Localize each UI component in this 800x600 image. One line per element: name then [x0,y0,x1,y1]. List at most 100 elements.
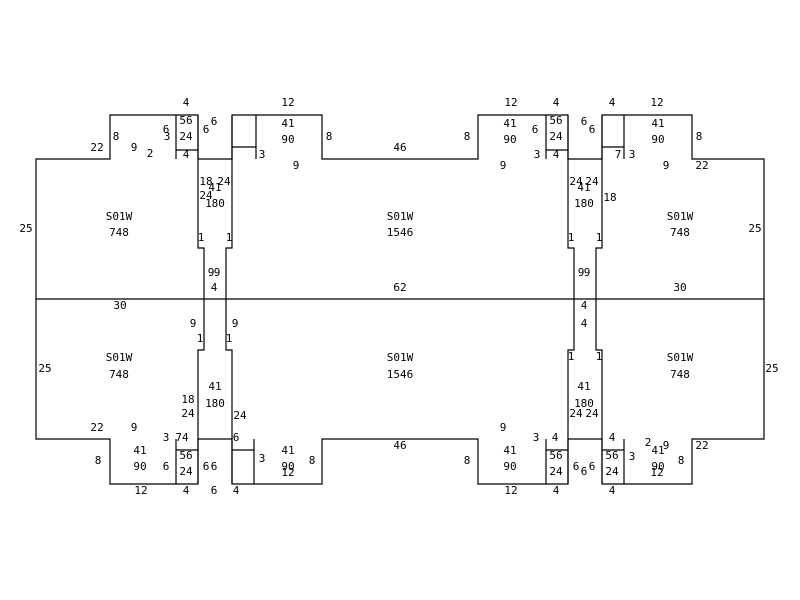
dim-label: 6 [589,460,596,473]
dim-label: 1 [198,231,205,244]
dim-label: 41 [577,181,590,194]
top-left-closets [175,115,257,159]
dim-label: 18 [199,175,212,188]
dim-label: 41 [208,181,221,194]
dim-label: 4 [552,431,559,444]
bottom-left-closets [175,439,255,484]
dim-label: 4 [609,431,616,444]
dim-label: 9 [663,159,670,172]
dim-label: 9 [293,159,300,172]
dim-label: 24 [549,130,563,143]
dim-label: 8 [678,454,685,467]
room-area: 748 [109,226,129,239]
dim-label: 41 [577,380,590,393]
dim-label: 3 [533,431,540,444]
dim-label: 24 [549,465,563,478]
dim-label: 8 [95,454,102,467]
dim-label: 3 [259,452,266,465]
dim-label: 3 [164,130,171,143]
dims-bottom-left: 22 9 3 74 8 41 90 56 24 6 6 6 12 4 6 4 3… [90,421,315,497]
dim-label: 12 [281,96,294,109]
dim-label: 9 [131,421,138,434]
dim-label: 22 [695,159,708,172]
dim-label: 4 [183,148,190,161]
dim-label: 24 [585,407,599,420]
dim-label: 8 [309,454,316,467]
dim-label: 2 [147,147,154,160]
dim-label: 22 [90,421,103,434]
dim-label: 9 [663,439,670,452]
left-stair-shaft [197,115,233,484]
dims-top-right: 12 4 4 12 8 41 90 6 9 3 6 6 56 24 4 7 3 … [464,96,709,172]
dim-label: 90 [133,460,146,473]
dim-label: 9 [190,317,197,330]
dim-label: 24 [569,407,583,420]
dims-vertical-shafts: 18 24 24 41 180 1 1 9 9 41 180 18 24 24 … [198,175,617,279]
dim-label: 3 [629,450,636,463]
room-area: 1546 [387,226,414,239]
dim-label: 90 [503,460,516,473]
dim-label: 8 [113,130,120,143]
dim-label: 9 [578,266,585,279]
dim-label: 9 [131,141,138,154]
dim-label: 4 [183,96,190,109]
dim-label: 9 [500,159,507,172]
dims-top-left: 4 12 8 22 9 2 6 3 24 4 6 6 56 41 90 8 3 … [90,96,332,172]
dim-label: 56 [549,114,562,127]
dim-label: 90 [651,460,664,473]
dim-label: 90 [281,133,294,146]
dim-label: 25 [765,362,778,375]
bottom-right-closets [545,439,625,484]
dim-label: 6 [203,123,210,136]
dim-label: 9 [232,317,239,330]
dim-label: 4 [233,484,240,497]
dim-label: 1 [568,350,575,363]
dim-label: 56 [179,449,192,462]
dim-label: 12 [134,484,147,497]
room-name: S01W [667,351,694,364]
dim-label: 56 [549,449,562,462]
dim-label: 180 [574,197,594,210]
dim-label: 1 [226,332,233,345]
dim-label: 180 [205,397,225,410]
dim-label: 3 [534,148,541,161]
dim-label: 90 [651,133,664,146]
dim-label: 12 [650,466,663,479]
dim-label: 4 [609,484,616,497]
dim-label: 1 [226,231,233,244]
dim-label: 30 [113,299,126,312]
dim-label: 12 [281,466,294,479]
dim-label: 41 [281,117,294,130]
dim-label: 56 [605,449,618,462]
dim-label: 6 [163,123,170,136]
dim-label: 4 [581,317,588,330]
room-area: 748 [670,368,690,381]
room-area: 1546 [387,368,414,381]
room-name: S01W [106,210,133,223]
dim-label: 24 [217,175,231,188]
dim-label: 6 [581,115,588,128]
dim-label: 4 [609,96,616,109]
dim-label: 2 [645,436,652,449]
dim-label: 24 [233,409,247,422]
dim-label: 41 [503,444,516,457]
dim-label: 4 [553,484,560,497]
top-right-closets [545,115,625,159]
dim-label: 41 [281,444,294,457]
dim-label: 24 [569,175,583,188]
right-stair-shaft [567,115,603,484]
dim-label: 24 [605,465,619,478]
dims-bottom-right: 9 3 4 8 41 90 56 24 6 6 12 4 4 4 2 9 22 … [464,421,709,497]
dim-label: 9 [208,266,215,279]
dim-label: 46 [393,141,406,154]
dim-label: 4 [183,484,190,497]
dim-label: 22 [90,141,103,154]
dim-label: 6 [211,484,218,497]
room-name: S01W [387,210,414,223]
dim-label: 6 [211,460,218,473]
dim-label: 90 [503,133,516,146]
dim-label: 7 [615,148,622,161]
dim-label: 8 [696,130,703,143]
room-name: S01W [106,351,133,364]
